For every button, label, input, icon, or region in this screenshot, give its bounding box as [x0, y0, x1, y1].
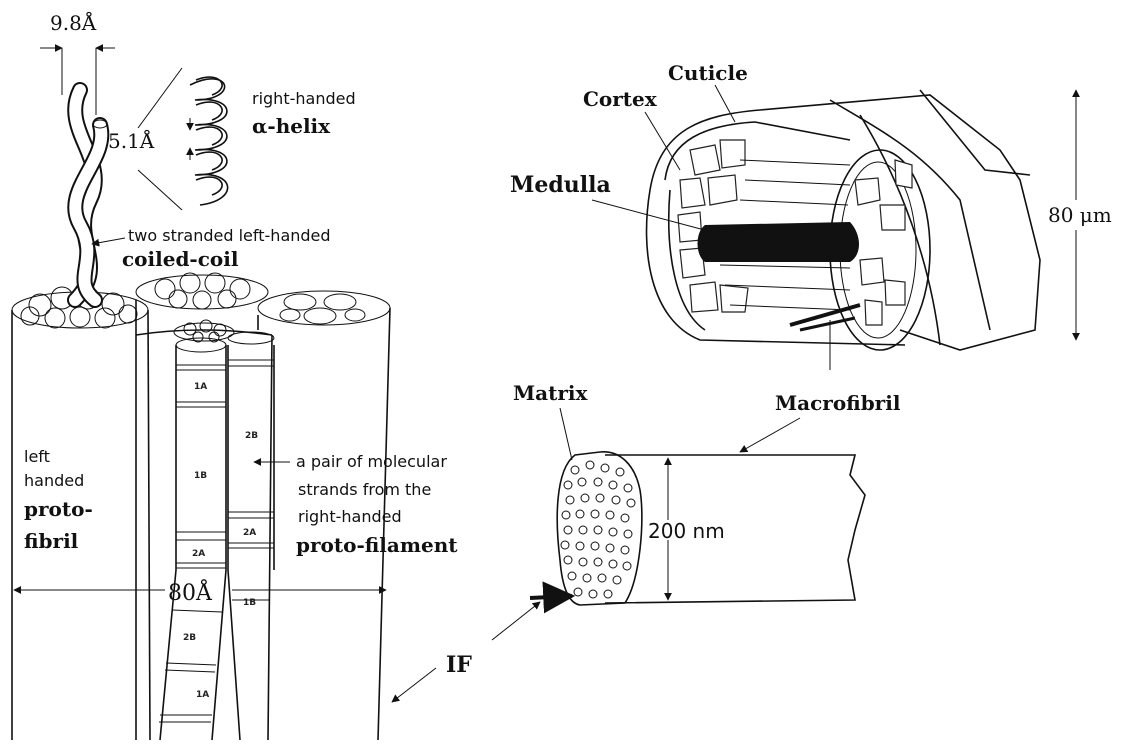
if-pointer-left: [392, 668, 436, 702]
pair-line2-label: strands from the: [298, 480, 431, 499]
pair-line1-label: a pair of molecular: [296, 452, 447, 471]
matrix-pointer: [560, 408, 572, 460]
segment-2b-lower-label: 2B: [183, 633, 196, 643]
segment-1a-lower-label: 1A: [196, 690, 209, 700]
two-stranded-label: two stranded left-handed: [128, 226, 331, 245]
medulla-label: Medulla: [510, 172, 611, 198]
coiled-coil-label: coiled-coil: [122, 247, 239, 271]
left-label: left: [24, 447, 50, 466]
macrofibril-label: Macrofibril: [775, 391, 901, 415]
fibril-label: fibril: [24, 529, 79, 553]
medulla-core: [698, 222, 860, 262]
dim-200nm-label: 200 nm: [648, 519, 725, 543]
dim-80um-label: 80 μm: [1048, 203, 1112, 227]
segment-1b-label: 1B: [194, 471, 207, 481]
dim-80a-label: 80Å: [168, 578, 213, 606]
segment-1b-lower-label: 1B: [243, 598, 256, 608]
pair-line3-label: right-handed: [298, 507, 402, 526]
matrix-label: Matrix: [513, 381, 588, 405]
segment-2a-right-label: 2A: [243, 528, 256, 538]
hair-fiber-cross-section: [647, 90, 1040, 350]
handed-label: handed: [24, 471, 84, 490]
if-label: IF: [446, 652, 472, 678]
coiled-coil-pointer: [92, 238, 125, 244]
cortex-pointer: [645, 112, 680, 170]
matrix-dots: [561, 461, 635, 598]
proto-label: proto-: [24, 497, 93, 521]
if-pointer-right: [492, 602, 540, 640]
segment-1a-label: 1A: [194, 382, 207, 392]
cortex-label: Cortex: [583, 87, 658, 111]
proto-filament-label: proto-filament: [296, 533, 458, 557]
segment-2a-label: 2A: [192, 549, 205, 559]
right-handed-label: right-handed: [252, 89, 356, 108]
cuticle-label: Cuticle: [668, 61, 748, 85]
alpha-helix-label: α-helix: [252, 114, 331, 138]
middle-protofibril-cylinder: [136, 273, 268, 740]
protofilament-strand-left: [159, 338, 226, 740]
intermediate-filament-panel: 1A 1B 2A 2B 2A 1B 2B 1A 9.8Å: [12, 10, 458, 740]
coiled-coil-strands: [75, 90, 107, 300]
segment-2b-label: 2B: [245, 431, 258, 441]
dim-5-1-label: 5.1Å: [108, 128, 155, 153]
dim-9-8-label: 9.8Å: [50, 10, 97, 35]
macrofibril-pointer: [740, 418, 800, 452]
